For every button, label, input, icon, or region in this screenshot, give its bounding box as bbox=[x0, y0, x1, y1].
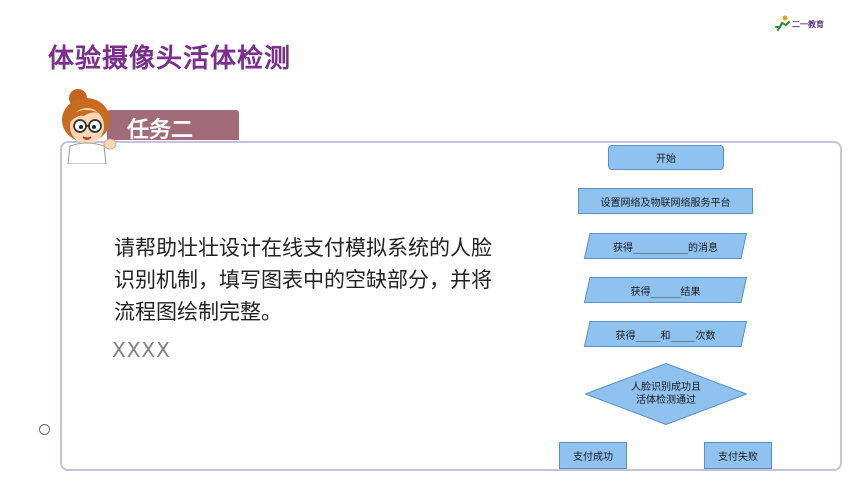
flow-get-result-label: 获得______结果 bbox=[630, 286, 701, 298]
flow-fail-label: 支付失败 bbox=[718, 452, 758, 463]
flow-start: 开始 bbox=[608, 145, 724, 170]
answer-placeholder: XXXX bbox=[112, 338, 171, 362]
task-instruction: 请帮助壮壮设计在线支付模拟系统的人脸识别机制，填写图表中的空缺部分，并将流程图绘… bbox=[114, 236, 492, 324]
logo: 二一教育 bbox=[772, 14, 832, 36]
flow-get-result: 获得______结果 bbox=[584, 277, 747, 303]
flow-decision-line2: 活体检测通过 bbox=[636, 395, 696, 406]
avatar bbox=[56, 86, 124, 165]
flow-start-label: 开始 bbox=[656, 154, 676, 165]
task-tab-label: 任务二 bbox=[127, 118, 194, 143]
flow-fail: 支付失败 bbox=[704, 442, 772, 469]
flow-decision: 人脸识别成功且 活体检测通过 bbox=[585, 363, 747, 425]
flow-get-count: 获得_____和_____次数 bbox=[584, 321, 747, 347]
flow-setup: 设置网络及物联网络服务平台 bbox=[578, 188, 753, 214]
flow-decision-label: 人脸识别成功且 活体检测通过 bbox=[585, 363, 747, 425]
flow-get-message-label: 获得___________的消息 bbox=[613, 242, 718, 254]
flow-setup-label: 设置网络及物联网络服务平台 bbox=[600, 197, 731, 209]
slide-bullet bbox=[39, 424, 50, 435]
runner-icon bbox=[775, 15, 790, 31]
flow-get-message: 获得___________的消息 bbox=[584, 233, 747, 259]
flow-success-label: 支付成功 bbox=[573, 452, 613, 463]
flow-decision-line1: 人脸识别成功且 bbox=[631, 382, 701, 393]
page-title: 体验摄像头活体检测 bbox=[48, 44, 292, 74]
flow-get-count-label: 获得_____和_____次数 bbox=[615, 330, 716, 342]
task-tab: 任务二 bbox=[107, 110, 239, 143]
flow-success: 支付成功 bbox=[559, 442, 627, 469]
logo-text: 二一教育 bbox=[792, 20, 824, 29]
